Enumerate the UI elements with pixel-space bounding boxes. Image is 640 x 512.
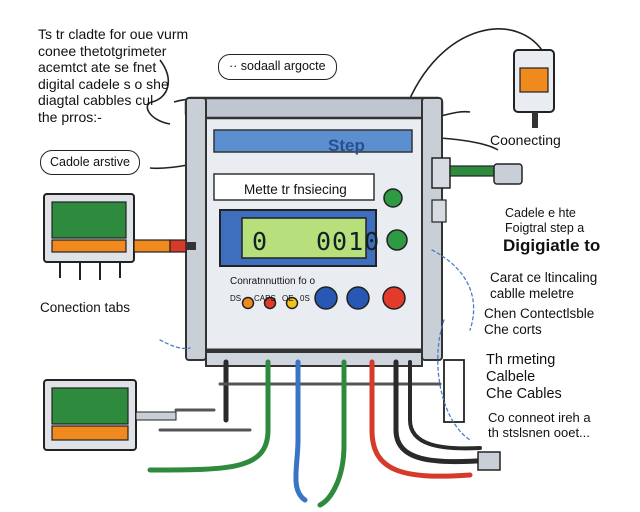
lcd-screen — [241, 217, 367, 259]
meter-device — [184, 96, 444, 367]
right-label-5: Co conneot ireh a th stslsnen ooet... — [488, 410, 591, 441]
large-button-blue-2 — [346, 286, 370, 310]
small-meter-device — [513, 49, 555, 128]
cable-active-label: Cadole arstive — [40, 150, 140, 175]
callout-label: ·· sodaall argocte — [218, 54, 337, 80]
display-left-value: 0 — [252, 227, 268, 256]
status-led-top — [383, 188, 403, 208]
connection-tabs-label: Conection tabs — [40, 300, 131, 315]
connecting-label: Coonecting — [490, 132, 561, 148]
right-connectors — [431, 157, 523, 223]
small-button-2 — [263, 296, 277, 310]
step-title: Step — [328, 136, 365, 155]
status-led-bottom — [386, 229, 408, 251]
button-label-4: 0S — [300, 294, 310, 303]
panel-caption: Conratnnuttion fo o — [230, 276, 316, 287]
meter-title-box — [213, 173, 375, 201]
large-button-blue-1 — [314, 286, 338, 310]
small-button-3 — [285, 296, 299, 310]
left-device-top — [43, 193, 196, 280]
right-label-4: Th rmeting Calbele Che Cables — [486, 352, 562, 403]
right-label-2: Carat ce ltincaling cablle meletre — [490, 270, 598, 301]
intro-text: Ts tr cladte for oue vurm conee thetotgr… — [38, 26, 189, 125]
bottom-cables — [147, 249, 501, 508]
panel-buttons — [241, 286, 406, 310]
right-label-1a: Cadele e hte Foigtral step a — [505, 206, 585, 235]
display-right-value: 0010 — [316, 227, 381, 256]
step-header — [213, 129, 413, 153]
right-label-1b: Digigiatle to — [503, 236, 601, 255]
large-button-red — [382, 286, 406, 310]
small-button-1 — [241, 296, 255, 310]
button-label-3: OE — [282, 294, 294, 303]
button-label-1: DS — [230, 294, 242, 303]
meter-title: Mette tr fnsiecing — [244, 182, 347, 197]
left-device-bottom — [43, 379, 177, 451]
button-label-2: CAPS — [254, 294, 276, 303]
right-label-3: Chen Contectlsble Che corts — [484, 306, 595, 337]
